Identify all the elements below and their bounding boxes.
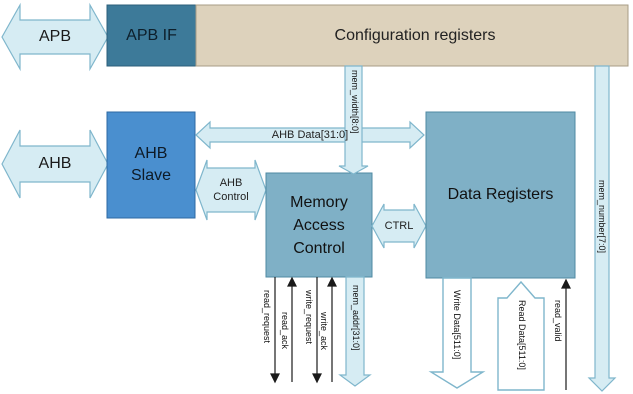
- ahb-bus-label: AHB: [38, 155, 72, 172]
- ahb-slave-block: [106, 111, 196, 219]
- mem-number-arrow: [587, 65, 617, 392]
- read-ack-label: read_ack: [280, 312, 290, 350]
- write-data-label: Write Data[511:0]: [452, 290, 462, 360]
- apb-bus-label: APB: [38, 28, 71, 45]
- mem-width-label: mem_width[8:0]: [350, 70, 360, 134]
- data-registers-label: Data Registers: [447, 186, 554, 203]
- config-registers-block: [195, 4, 629, 67]
- ahb-slave-label: AHB Slave: [130, 145, 172, 184]
- ahb-data-label: AHB Data[31:0]: [271, 129, 349, 141]
- ctrl-label: CTRL: [384, 220, 414, 232]
- ahb-data-bus-arrow: [195, 120, 425, 150]
- mem-addr-label: mem_addr[31:0]: [351, 285, 361, 351]
- read-valid-label: read_valid: [553, 300, 563, 342]
- mem-addr-arrow: [338, 276, 372, 387]
- read-data-arrow: [497, 280, 545, 391]
- data-registers-block: [425, 111, 576, 279]
- memory-access-control-block: [265, 172, 373, 278]
- write-request-label: write_request: [304, 290, 314, 345]
- write-ack-label: write_ack: [319, 312, 329, 351]
- read-data-label: Read Data[511:0]: [517, 300, 527, 370]
- apb-if-block: [106, 4, 197, 67]
- config-registers-label: Configuration registers: [334, 26, 496, 44]
- ahb-control-label: AHB Control: [213, 177, 249, 203]
- mac-signal-lines: [270, 276, 571, 390]
- apb-if-label: APB IF: [126, 26, 177, 44]
- mem-number-label: mem_number[7:0]: [597, 180, 607, 254]
- write-data-arrow: [428, 277, 486, 389]
- mem-width-arrow: [338, 65, 369, 175]
- read-request-label: read_request: [262, 290, 272, 344]
- memory-access-control-label: Memory Access Control: [290, 193, 348, 257]
